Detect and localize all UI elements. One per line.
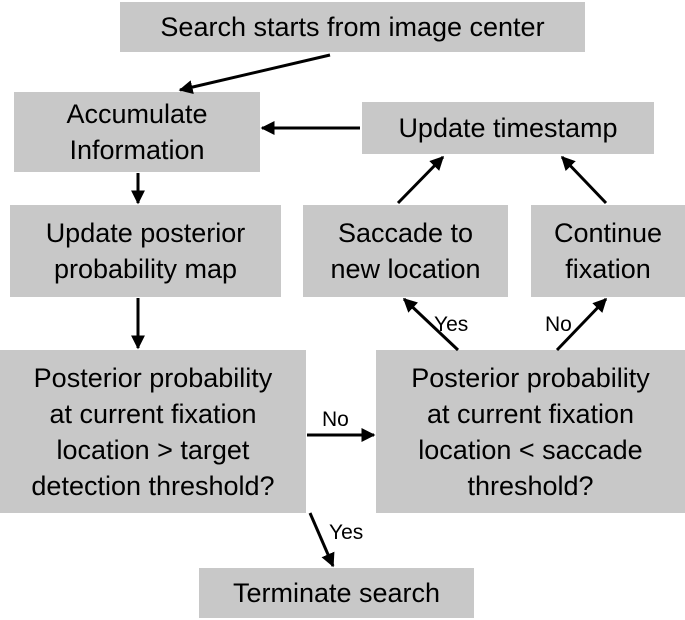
target-threshold-decision-box: Posterior probability at current fixatio… bbox=[0, 350, 306, 513]
terminate-search-box: Terminate search bbox=[199, 568, 474, 618]
no-label-between-decisions: No bbox=[322, 408, 349, 431]
start-box: Search starts from image center bbox=[120, 2, 585, 52]
continue-fixation-box: Continue fixation bbox=[531, 205, 685, 297]
arrow-saccade-decision-yes bbox=[402, 297, 460, 352]
accumulate-information-box: Accumulate Information bbox=[14, 92, 260, 172]
update-posterior-box: Update posterior probability map bbox=[10, 205, 281, 297]
arrow-continue-to-timestamp bbox=[560, 155, 608, 205]
arrow-saccade-decision-no bbox=[555, 297, 608, 352]
no-label-continue: No bbox=[545, 313, 572, 336]
yes-label-saccade: Yes bbox=[434, 313, 469, 336]
saccade-threshold-decision-box: Posterior probability at current fixatio… bbox=[376, 350, 685, 513]
update-timestamp-box: Update timestamp bbox=[362, 102, 654, 154]
yes-label-terminate: Yes bbox=[329, 521, 364, 544]
arrow-target-decision-yes bbox=[308, 512, 335, 568]
arrow-start-to-accumulate bbox=[178, 53, 331, 94]
arrow-saccade-to-timestamp bbox=[396, 155, 445, 205]
saccade-to-new-location-box: Saccade to new location bbox=[303, 205, 508, 297]
